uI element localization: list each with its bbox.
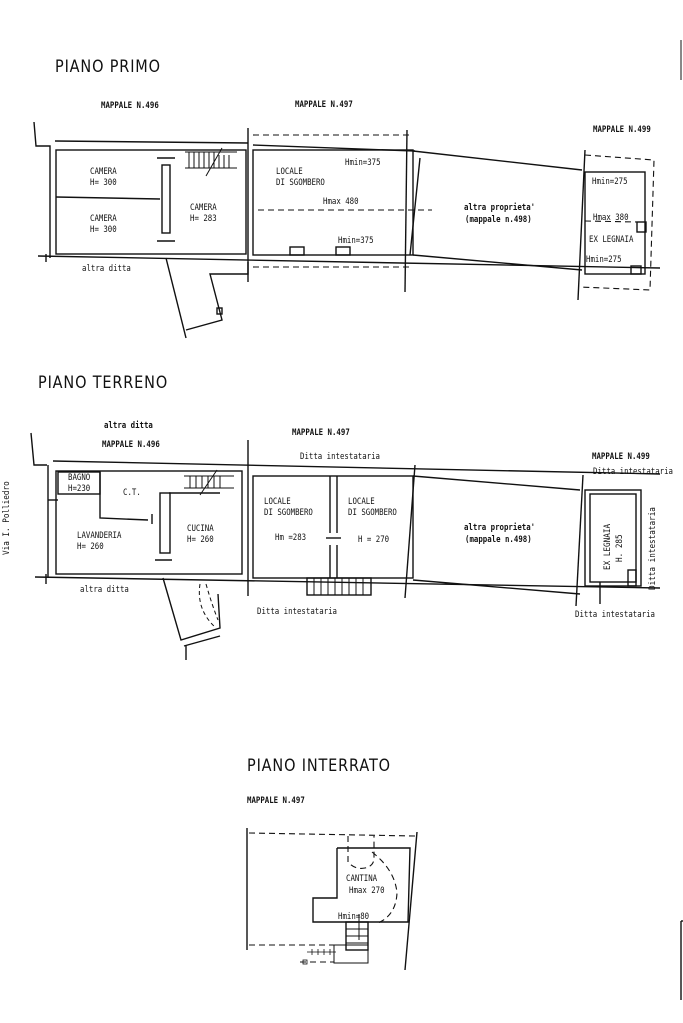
hmin-bottom-locale: Hmin=375	[338, 236, 374, 246]
room-name: LOCALE	[264, 497, 291, 507]
room-height: H= 300	[90, 178, 117, 188]
hmin-top-legnaia: Hmin=275	[592, 177, 628, 187]
room-cantina: CANTINA	[346, 874, 377, 885]
floor-title-terreno: PIANO TERRENO	[38, 373, 169, 393]
ditta-intestataria-499-bottom: Ditta intestataria	[575, 610, 655, 620]
room-lavanderia: LAVANDERIA H= 260	[77, 531, 121, 553]
room-ex-legnaia-primo: EX LEGNAIA	[589, 235, 634, 245]
room-name: BAGNO	[68, 473, 91, 483]
hmax-locale: Hmax 480	[323, 197, 359, 207]
altra-proprieta-terreno: altra proprieta'	[464, 523, 536, 533]
room-bagno: BAGNO H=230	[68, 473, 90, 495]
room-camera-2: CAMERA H= 300	[90, 214, 117, 236]
mappale-499-terreno: MAPPALE N.499	[592, 452, 650, 462]
room-camera-3: CAMERA H= 283	[190, 203, 217, 225]
hmin-bottom-legnaia: Hmin=275	[586, 255, 622, 265]
room-name-2: DI SGOMBERO	[264, 508, 313, 518]
room-name: LAVANDERIA	[77, 531, 122, 541]
mappale-496-primo: MAPPALE N.496	[101, 101, 159, 111]
room-locale-sgombero-1: LOCALE DI SGOMBERO	[264, 497, 313, 519]
room-name: CAMERA	[190, 203, 217, 213]
room-locale-2-height: H = 270	[358, 535, 390, 545]
mappale-496-terreno: MAPPALE N.496	[102, 440, 160, 450]
room-name: CUCINA	[187, 524, 214, 534]
hmax-legnaia: Hmax 380	[593, 213, 629, 223]
room-name-2: DI SGOMBERO	[348, 508, 397, 518]
floor-title-interrato: PIANO INTERRATO	[247, 756, 391, 776]
cantina-hmax: Hmax 270	[349, 886, 385, 896]
room-camera-1: CAMERA H= 300	[90, 167, 117, 189]
room-name: LOCALE	[348, 497, 375, 507]
mappale-499-primo: MAPPALE N.499	[593, 125, 651, 135]
room-ex-legnaia-terreno: EX LEGNAIA	[603, 523, 613, 570]
mappale-497-terreno: MAPPALE N.497	[292, 428, 350, 438]
altra-ditta-primo: altra ditta	[82, 264, 131, 274]
altra-proprieta-primo: altra proprieta'	[464, 203, 536, 213]
ditta-intestataria-499-side: Ditta intestataria	[648, 507, 658, 590]
mappale-497-primo: MAPPALE N.497	[295, 100, 353, 110]
room-locale-sgombero-2: LOCALE DI SGOMBERO	[348, 497, 397, 519]
room-name: CAMERA	[90, 167, 117, 177]
mappale-497-interrato: MAPPALE N.497	[247, 796, 305, 806]
altra-ditta-top-terreno: altra ditta	[104, 421, 153, 431]
street-label: Via I. Polliedro	[2, 481, 12, 555]
room-height: H= 260	[187, 535, 214, 545]
cantina-hmin: Hmin=80	[338, 912, 370, 922]
mappale-498-primo: (mappale n.498)	[465, 215, 532, 225]
room-ex-legnaia-height: H. 285	[615, 534, 625, 562]
room-height: H= 283	[190, 214, 217, 224]
room-locale-1-height: Hm =283	[275, 533, 307, 543]
room-height: H=230	[68, 484, 91, 494]
room-name: CANTINA	[346, 874, 378, 884]
floor-title-primo: PIANO PRIMO	[55, 57, 161, 77]
ditta-intestataria-top: Ditta intestataria	[300, 452, 380, 462]
room-locale-sgombero-primo: LOCALE DI SGOMBERO	[276, 167, 325, 189]
room-name: LOCALE	[276, 167, 303, 177]
ditta-intestataria-bottom: Ditta intestataria	[257, 607, 337, 617]
mappale-498-terreno: (mappale n.498)	[465, 535, 532, 545]
room-name-2: DI SGOMBERO	[276, 178, 325, 188]
room-ct: C.T.	[123, 488, 141, 499]
room-cucina: CUCINA H= 260	[187, 524, 214, 546]
room-height: H= 300	[90, 225, 117, 235]
room-name: C.T.	[123, 488, 141, 498]
altra-ditta-bottom-terreno: altra ditta	[80, 585, 129, 595]
room-name: CAMERA	[90, 214, 117, 224]
room-height: H= 260	[77, 542, 104, 552]
ditta-intestataria-499-top: Ditta intestataria	[593, 467, 673, 477]
hmin-top-locale: Hmin=375	[345, 158, 381, 168]
